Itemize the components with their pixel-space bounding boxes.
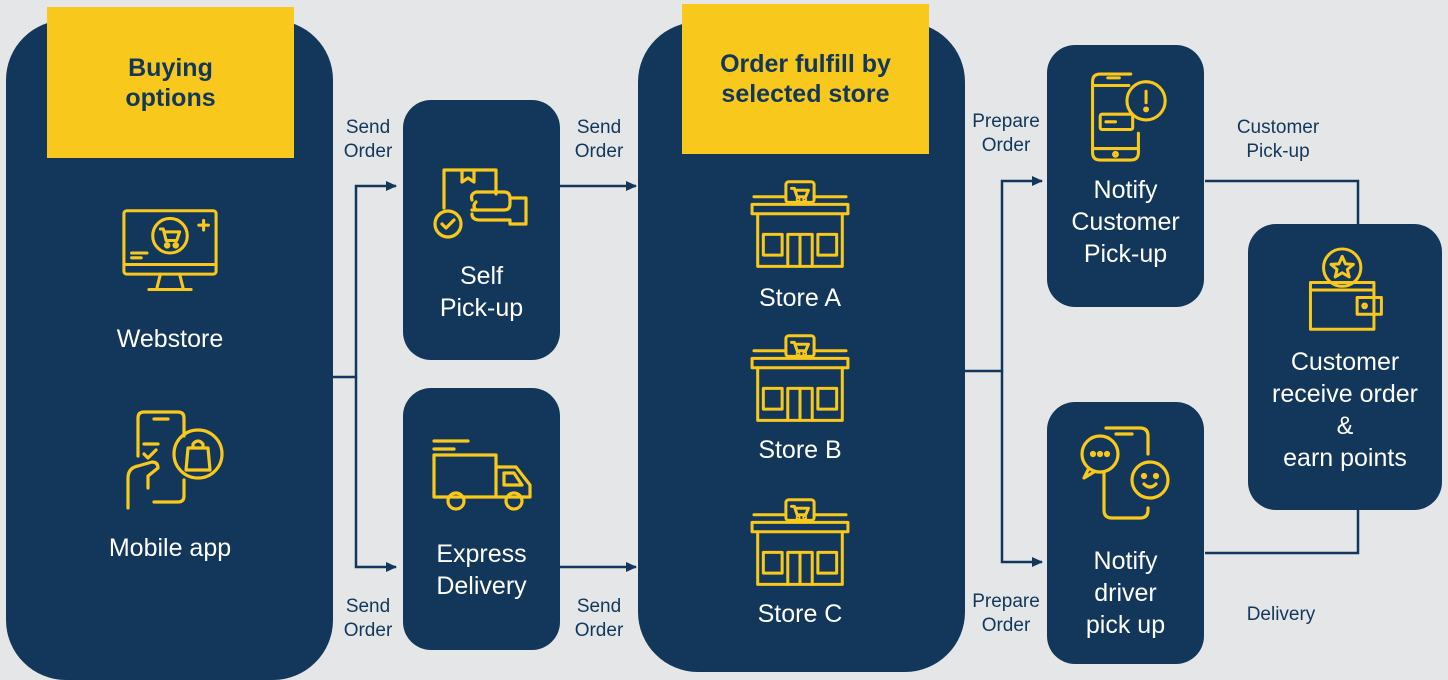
express-delivery-label: Express Delivery bbox=[436, 540, 527, 600]
customer-receive-panel bbox=[1248, 224, 1442, 510]
self-pickup-panel bbox=[403, 100, 560, 360]
connector-lines bbox=[330, 176, 1360, 572]
send-order-label-bottom-left: Send Order bbox=[343, 596, 393, 641]
store-a-label: Store A bbox=[759, 284, 841, 312]
webstore-label: Webstore bbox=[116, 325, 224, 353]
store-b-label: Store B bbox=[758, 436, 842, 464]
delivery-label: Delivery bbox=[1246, 604, 1316, 625]
delivery-truck-icon bbox=[432, 439, 532, 511]
store-icon bbox=[750, 180, 850, 268]
notify-customer-panel bbox=[1047, 45, 1204, 307]
phone-chat-icon bbox=[1080, 426, 1170, 520]
notify-driver-panel bbox=[1047, 402, 1204, 664]
store-icon bbox=[750, 334, 850, 422]
wallet-star-icon bbox=[1308, 247, 1383, 331]
mobile-app-label: Mobile app bbox=[108, 534, 232, 562]
phone-shopping-bag-icon bbox=[126, 410, 224, 510]
monitor-cart-icon bbox=[122, 209, 218, 292]
customer-receive-label: Customer receive order & earn points bbox=[1272, 348, 1418, 472]
hand-package-icon bbox=[433, 168, 528, 239]
express-delivery-panel bbox=[403, 388, 560, 650]
store-icon bbox=[750, 498, 850, 586]
notify-driver-label: Notify driver pick up bbox=[1085, 547, 1166, 639]
buying-options-title: Buying options bbox=[47, 7, 294, 158]
notify-customer-label: Notify Customer Pick-up bbox=[1071, 176, 1180, 268]
self-pickup-label: Self Pick-up bbox=[439, 262, 524, 322]
customer-pickup-label: Customer Pick-up bbox=[1236, 117, 1320, 162]
send-order-label-top-right: Send Order bbox=[574, 117, 624, 162]
store-c-label: Store C bbox=[757, 600, 843, 628]
prepare-order-label-bottom: Prepare Order bbox=[972, 591, 1040, 636]
fulfillment-title: Order fulfill by selected store bbox=[682, 4, 929, 154]
prepare-order-label-top: Prepare Order bbox=[972, 111, 1040, 156]
send-order-label-bottom-right: Send Order bbox=[574, 596, 624, 641]
send-order-label-top-left: Send Order bbox=[343, 117, 393, 162]
phone-alert-icon bbox=[1091, 72, 1167, 162]
